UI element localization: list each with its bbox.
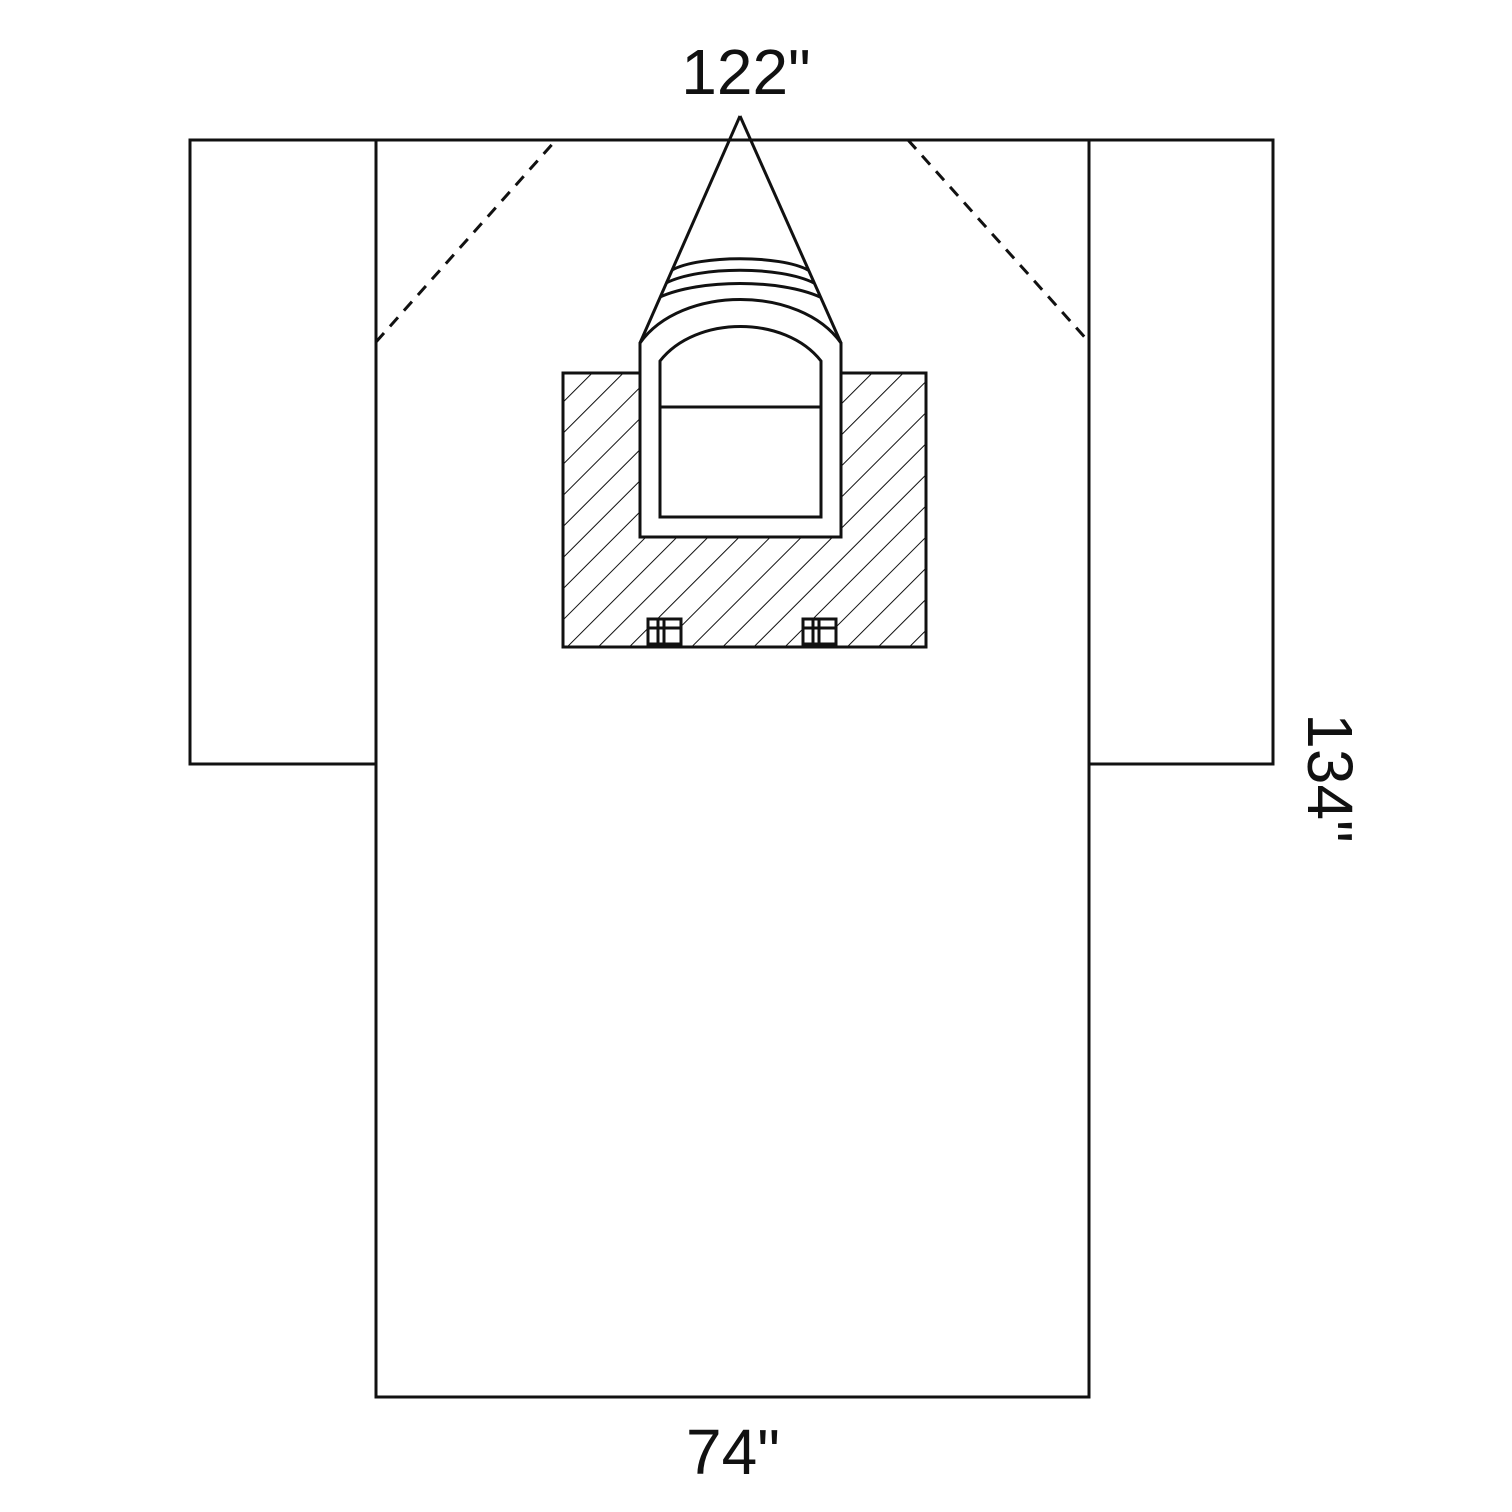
fenestration-opening (658, 325, 823, 519)
left-armboard (188, 138, 378, 766)
left-fold-line (374, 139, 558, 343)
cone-band-3 (659, 282, 821, 299)
cone-band-2 (665, 268, 815, 285)
dimension-bottom-label: 74" (686, 1416, 780, 1488)
cone-band-1 (671, 257, 809, 272)
cone-right-edge (738, 115, 843, 344)
dimension-right-label: 134" (1294, 713, 1366, 843)
right-fold-line (906, 138, 1091, 344)
cord-holder-right (801, 617, 838, 646)
cord-holder-left (646, 617, 683, 646)
right-armboard (1087, 138, 1275, 766)
dimension-top-label: 122" (681, 36, 811, 108)
cone-left-edge (638, 115, 742, 344)
